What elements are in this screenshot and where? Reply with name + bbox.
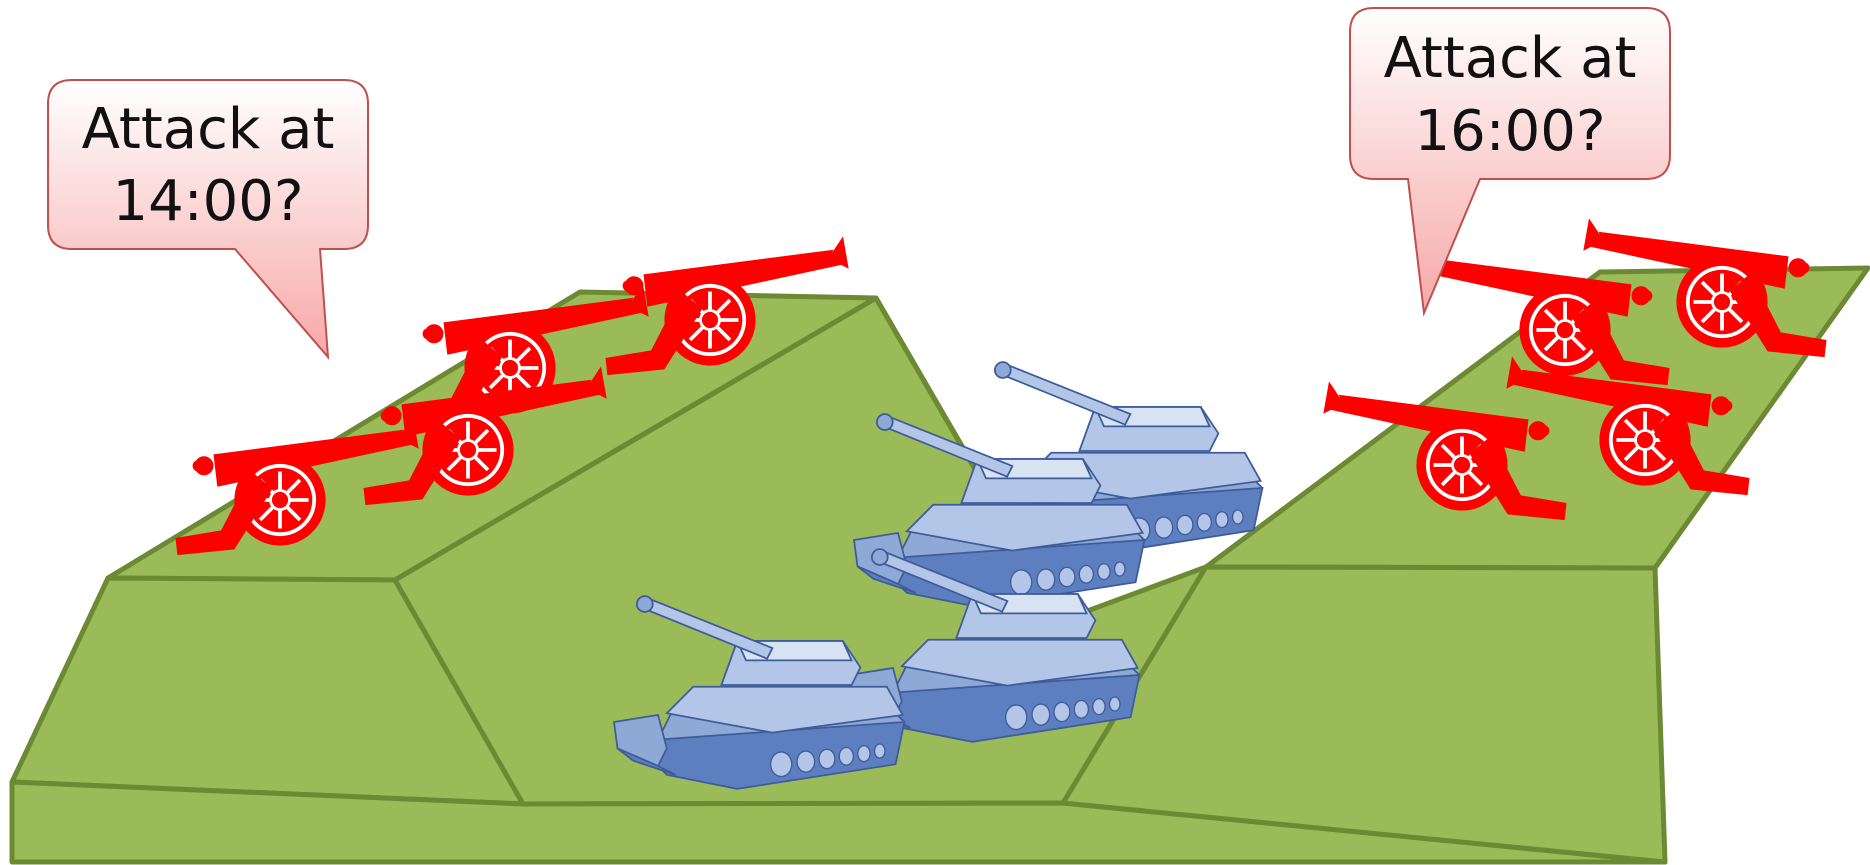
callout-right-line1: Attack at (1384, 26, 1637, 91)
left-hill-ridge (393, 295, 983, 583)
callout-left-line1: Attack at (82, 97, 335, 162)
speech-bubble (1349, 7, 1671, 317)
right-hill-front (1060, 564, 1668, 865)
speech-bubble-right: Attack at 16:00? (1349, 7, 1671, 317)
speech-bubble-left: Attack at 14:00? (47, 79, 369, 360)
callout-right-line2: 16:00? (1414, 99, 1605, 164)
callout-left-line2: 14:00? (112, 169, 303, 234)
speech-bubble (47, 79, 369, 360)
